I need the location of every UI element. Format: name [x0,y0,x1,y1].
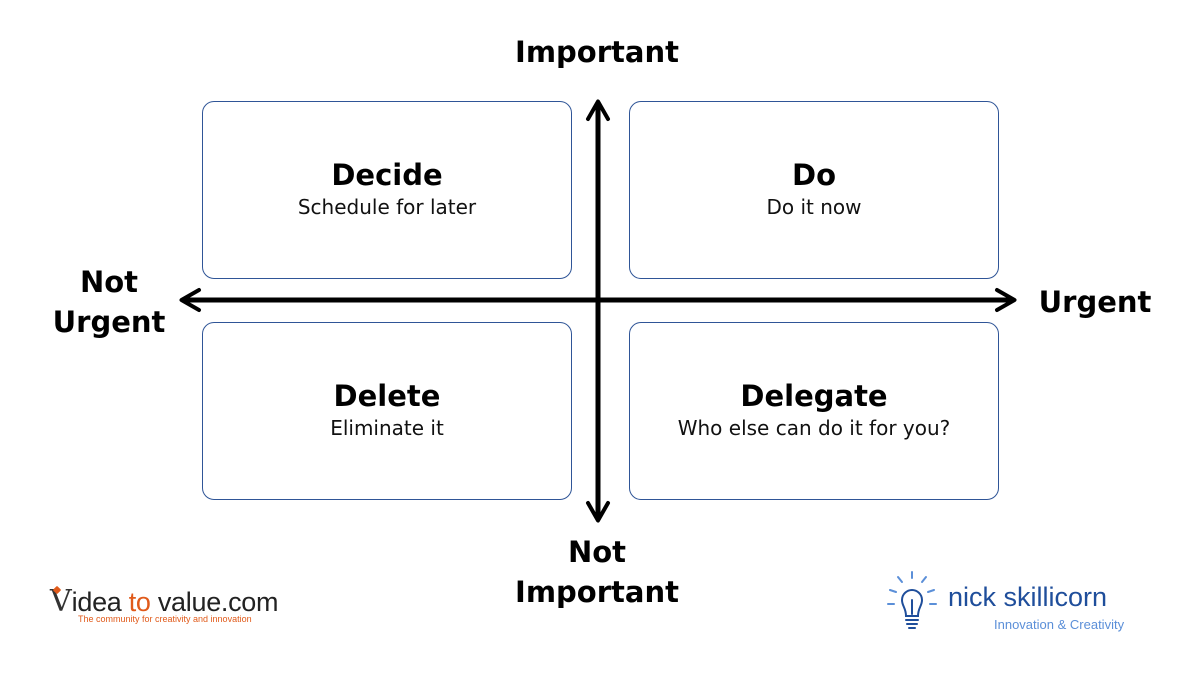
quadrant-title: Delete [333,379,441,413]
axis-label-line: Urgent [52,305,166,339]
quadrant-subtitle: Eliminate it [330,416,444,440]
quadrant-title: Do [792,158,836,192]
quadrant-subtitle: Who else can do it for you? [677,416,951,440]
quadrant-delegate: Delegate Who else can do it for you? [629,322,999,500]
logo-tagline: Innovation & Creativity [994,617,1125,632]
lightbulb-icon [887,571,937,629]
axis-label-line: Not [567,535,627,569]
axis-label-important: Important [515,35,679,69]
nick-skillicorn-logo: nick skillicorn Innovation & Creativity [884,570,1144,636]
idea-to-value-logo: Videa to value.com The community for cre… [50,584,279,624]
v-mark-icon: V [50,584,72,619]
quadrant-subtitle: Schedule for later [297,195,477,219]
axis-label-not-urgent: Not Urgent [34,262,184,342]
logo-name: nick skillicorn [948,582,1108,612]
logo-wordmark: idea to value.com [71,587,279,617]
axis-label-urgent: Urgent [1038,285,1152,319]
axis-label-line: Important [515,575,679,609]
axis-label-line: Not [79,265,139,299]
quadrant-title: Delegate [740,379,888,413]
quadrant-delete: Delete Eliminate it [202,322,572,500]
quadrant-decide: Decide Schedule for later [202,101,572,279]
quadrant-do: Do Do it now [629,101,999,279]
axis-label-not-important: Not Important [497,532,697,612]
quadrant-subtitle: Do it now [766,195,862,219]
logo-tagline: The community for creativity and innovat… [78,614,252,624]
quadrant-title: Decide [331,158,443,192]
